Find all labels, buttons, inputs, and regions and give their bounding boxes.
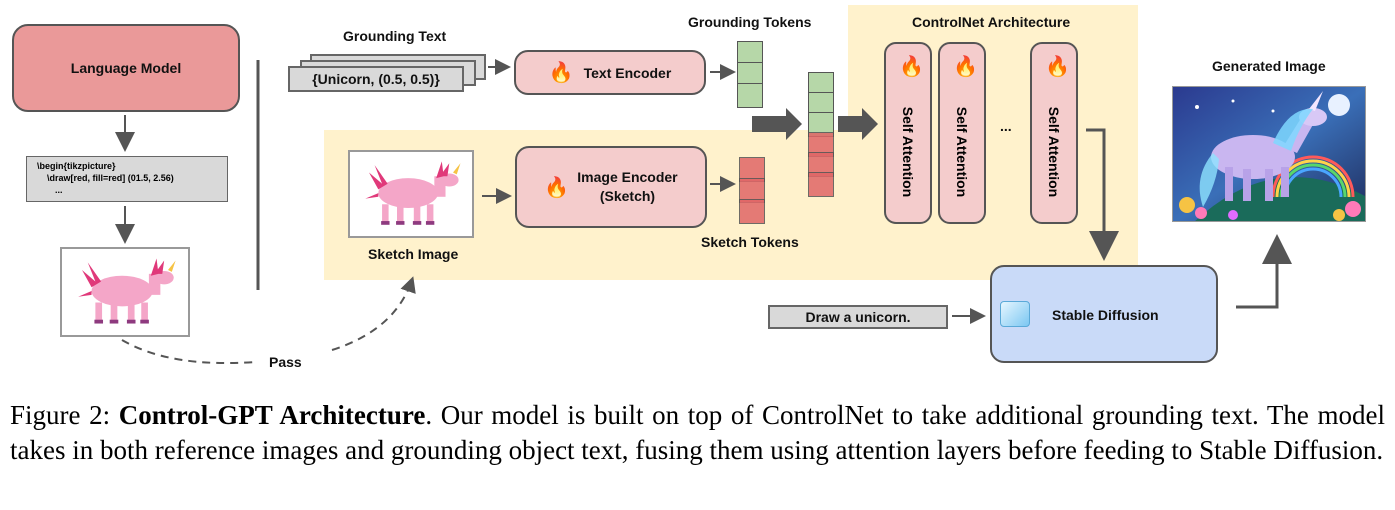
sketch-image-label: Sketch Image bbox=[368, 246, 459, 262]
self-attention-block-1: 🔥 Self Attention bbox=[884, 42, 932, 224]
tikz-line-1: \begin{tikzpicture} bbox=[37, 161, 116, 171]
text-encoder-box: 🔥 Text Encoder bbox=[514, 50, 706, 95]
image-encoder-label: Image Encoder bbox=[577, 169, 678, 185]
self-attention-block-2: 🔥 Self Attention bbox=[938, 42, 986, 224]
self-attention-label: Self Attention bbox=[1046, 106, 1062, 198]
self-attention-label: Self Attention bbox=[954, 106, 970, 198]
tikz-line-3: ... bbox=[55, 185, 63, 195]
sketch-image-frame bbox=[348, 150, 474, 238]
arrows-layer bbox=[115, 59, 1292, 365]
sketch-token bbox=[739, 178, 765, 203]
fire-icon: 🔥 bbox=[1045, 56, 1070, 78]
caption-body: . Our model is built on top of ControlNe… bbox=[10, 400, 1385, 465]
sketch-tokens-title: Sketch Tokens bbox=[701, 234, 799, 250]
fire-icon: 🔥 bbox=[548, 62, 574, 84]
prompt-text: Draw a unicorn. bbox=[805, 309, 911, 325]
grounding-text-box: {Unicorn, (0.5, 0.5)} bbox=[288, 66, 464, 92]
unicorn-sketch bbox=[365, 161, 461, 225]
self-attention-block-3: 🔥 Self Attention bbox=[1030, 42, 1078, 224]
fire-icon: 🔥 bbox=[544, 176, 570, 199]
unicorn-photo bbox=[1173, 87, 1365, 221]
fire-icon: 🔥 bbox=[953, 56, 978, 78]
ellipsis: ... bbox=[1000, 118, 1012, 134]
grounding-token bbox=[737, 41, 763, 66]
sketch-token bbox=[808, 172, 834, 197]
grounding-token bbox=[737, 62, 763, 87]
sketch-token-stack bbox=[739, 157, 765, 224]
unicorn-sketch bbox=[78, 258, 176, 324]
grounding-tokens-title: Grounding Tokens bbox=[688, 14, 812, 30]
generated-image-title: Generated Image bbox=[1212, 58, 1326, 74]
controlnet-title: ControlNet Architecture bbox=[912, 14, 1071, 30]
stable-diffusion-label: Stable Diffusion bbox=[1052, 307, 1159, 323]
sketch-token bbox=[739, 157, 765, 182]
text-encoder-label: Text Encoder bbox=[583, 64, 672, 81]
grounding-text-title: Grounding Text bbox=[343, 28, 447, 44]
image-encoder-sublabel: (Sketch) bbox=[599, 188, 656, 204]
caption-title: Control-GPT Architecture bbox=[118, 400, 426, 430]
sketch-token bbox=[739, 199, 765, 224]
grounding-text-value: {Unicorn, (0.5, 0.5)} bbox=[312, 71, 440, 87]
tikz-line-2: \draw[red, fill=red] (01.5, 2.56) bbox=[47, 173, 174, 183]
ice-cube-icon bbox=[1000, 301, 1030, 327]
grounding-token bbox=[737, 83, 763, 108]
stable-diffusion-box: Stable Diffusion bbox=[990, 265, 1218, 363]
grounding-token-stack bbox=[737, 41, 763, 108]
caption-prefix: Figure 2: bbox=[10, 400, 119, 430]
fire-icon: 🔥 bbox=[899, 56, 924, 78]
language-model-label: Language Model bbox=[70, 60, 182, 76]
self-attention-label: Self Attention bbox=[900, 106, 916, 198]
rendered-sketch-frame bbox=[60, 247, 190, 337]
combined-token-stack bbox=[808, 72, 834, 197]
language-model-box: Language Model bbox=[12, 24, 240, 112]
image-encoder-box: 🔥 Image Encoder (Sketch) bbox=[515, 146, 707, 228]
generated-image bbox=[1172, 86, 1366, 222]
prompt-box: Draw a unicorn. bbox=[768, 305, 948, 329]
pass-label: Pass bbox=[269, 354, 302, 370]
tikz-code-box: \begin{tikzpicture} \draw[red, fill=red]… bbox=[26, 156, 228, 202]
figure-caption: Figure 2: Control-GPT Architecture. Our … bbox=[10, 398, 1385, 468]
